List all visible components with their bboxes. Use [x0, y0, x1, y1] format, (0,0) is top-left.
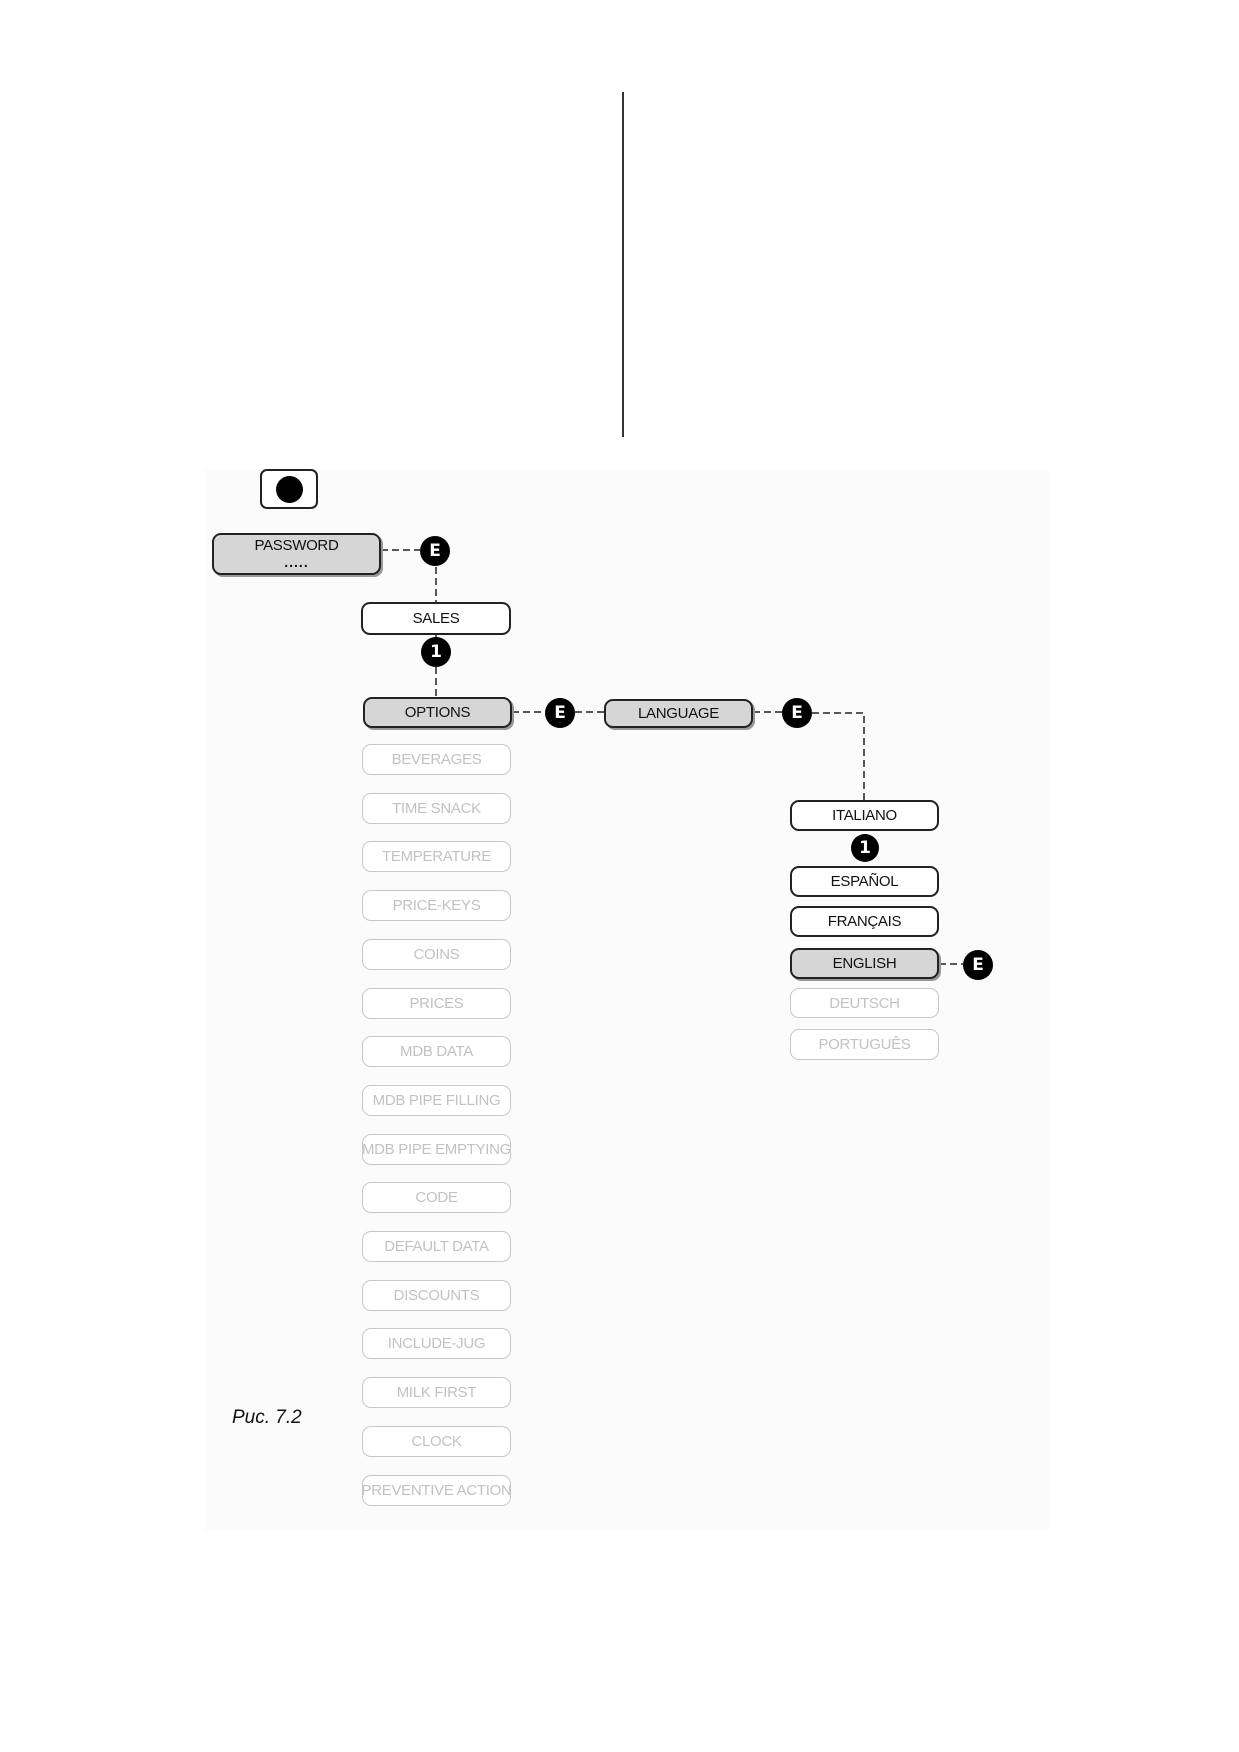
black-dot-icon	[276, 476, 303, 503]
options-menu-item[interactable]: PRICES	[362, 988, 511, 1019]
language-deutsch[interactable]: DEUTSCH	[790, 988, 939, 1018]
options-menu-item[interactable]: MDB PIPE EMPTYING	[362, 1134, 511, 1165]
language-italiano[interactable]: ITALIANO	[790, 800, 939, 831]
options-menu-item[interactable]: BEVERAGES	[362, 744, 511, 775]
options-menu-item[interactable]: TEMPERATURE	[362, 841, 511, 872]
divider-line	[622, 92, 624, 437]
options-menu-item[interactable]: PRICE-KEYS	[362, 890, 511, 921]
enter-e-icon[interactable]: E	[545, 698, 575, 728]
options-menu-item[interactable]: DEFAULT DATA	[362, 1231, 511, 1262]
password-mask: .....	[284, 554, 309, 570]
language-francais[interactable]: FRANÇAIS	[790, 906, 939, 937]
language-portugues[interactable]: PORTUGUÊS	[790, 1029, 939, 1060]
enter-e-icon[interactable]: E	[420, 536, 450, 566]
enter-e-icon[interactable]: E	[963, 950, 993, 980]
options-menu-item[interactable]: COINS	[362, 939, 511, 970]
options-menu-item[interactable]: TIME SNACK	[362, 793, 511, 824]
language-english[interactable]: ENGLISH	[790, 948, 939, 979]
enter-key-icon[interactable]	[260, 469, 318, 509]
options-menu-item[interactable]: MDB PIPE FILLING	[362, 1085, 511, 1116]
enter-e-icon[interactable]: E	[782, 698, 812, 728]
key-1-icon[interactable]: 1	[421, 637, 451, 667]
options-menu-item[interactable]: INCLUDE-JUG	[362, 1328, 511, 1359]
figure-caption: Рис. 7.2	[232, 1407, 302, 1428]
options-menu-item[interactable]: MILK FIRST	[362, 1377, 511, 1408]
options-menu-item[interactable]: DISCOUNTS	[362, 1280, 511, 1311]
options-menu-item[interactable]: MDB DATA	[362, 1036, 511, 1067]
key-1-icon[interactable]: 1	[851, 834, 879, 862]
password-field[interactable]: PASSWORD .....	[212, 533, 381, 575]
connector-e-italiano	[812, 712, 865, 800]
menu-item-options[interactable]: OPTIONS	[363, 697, 512, 728]
password-label: PASSWORD	[254, 537, 339, 554]
menu-item-language[interactable]: LANGUAGE	[604, 699, 753, 728]
language-espanol[interactable]: ESPAÑOL	[790, 866, 939, 897]
options-menu-item[interactable]: CLOCK	[362, 1426, 511, 1457]
menu-item-sales[interactable]: SALES	[361, 602, 511, 635]
options-menu-item[interactable]: CODE	[362, 1182, 511, 1213]
options-menu-item[interactable]: PREVENTIVE ACTION	[362, 1475, 512, 1506]
